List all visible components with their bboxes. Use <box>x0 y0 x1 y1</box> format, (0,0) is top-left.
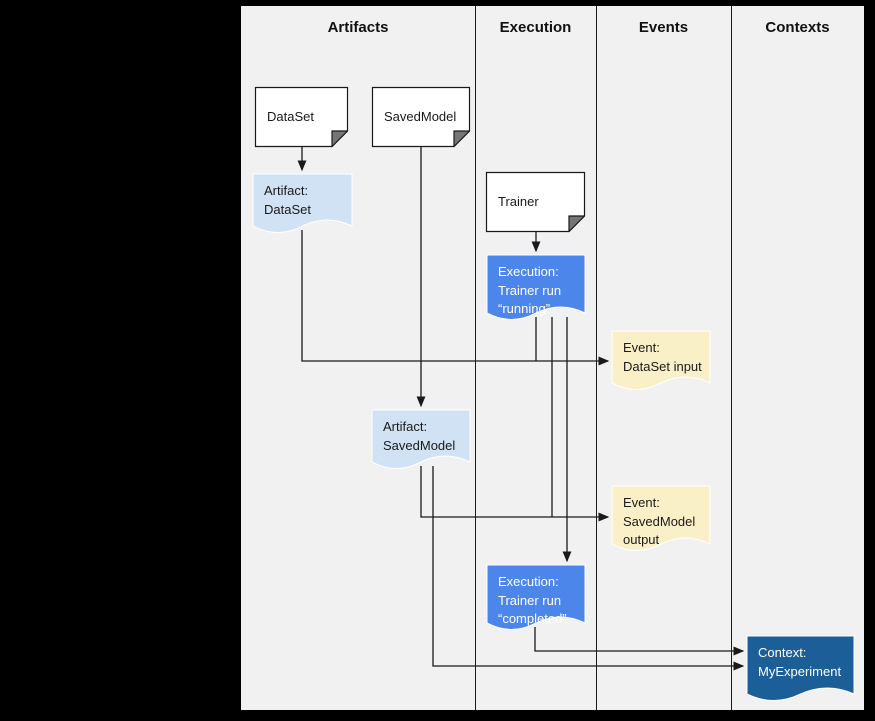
event-savedmodel-output-label: Event: SavedModel output <box>623 495 696 547</box>
event-savedmodel-output-shape <box>611 485 711 551</box>
edge-artifact-savedmodel-to-context <box>432 466 745 671</box>
event-dataset-input: Event: DataSet input <box>611 330 711 395</box>
event-savedmodel-output: Event: SavedModel output <box>611 485 711 556</box>
trainer-document-label: Trainer <box>498 193 539 209</box>
artifact-savedmodel: Artifact: SavedModel <box>371 409 471 474</box>
event-dataset-input-label: Event: DataSet input <box>623 340 702 374</box>
column-header-artifacts: Artifacts <box>327 19 389 36</box>
column-divider-3 <box>731 6 732 710</box>
edge-artifact-dataset-to-event-input <box>301 230 610 366</box>
dataset-document-shape <box>254 86 349 148</box>
trainer-document: Trainer <box>485 171 586 233</box>
savedmodel-document: SavedModel <box>371 86 471 148</box>
artifact-dataset-shape <box>252 173 353 233</box>
column-header-execution: Execution <box>499 19 572 36</box>
edge-execution-completed-to-context <box>534 627 745 656</box>
dataset-document: DataSet <box>254 86 349 148</box>
execution-trainer-running: Execution: Trainer run “running” <box>486 254 586 325</box>
execution-trainer-running-shape <box>486 254 586 320</box>
execution-trainer-completed-shape <box>486 564 586 630</box>
context-myexperiment-shape <box>746 635 855 701</box>
edge-artifact-savedmodel-to-event-output <box>420 466 610 522</box>
context-myexperiment: Context: MyExperiment <box>746 635 855 706</box>
column-divider-2 <box>596 6 597 710</box>
event-dataset-input-shape <box>611 330 711 390</box>
execution-trainer-completed: Execution: Trainer run “completed” <box>486 564 586 635</box>
savedmodel-document-label: SavedModel <box>384 108 457 124</box>
dataset-document-label: DataSet <box>267 108 314 124</box>
artifact-dataset-label: Artifact: DataSet <box>264 183 311 217</box>
column-divider-1 <box>475 6 476 710</box>
lineage-diagram: Artifacts Execution Events Contexts Data… <box>241 6 864 710</box>
context-myexperiment-label: Context: MyExperiment <box>758 645 842 679</box>
artifact-savedmodel-label: Artifact: SavedModel <box>383 419 456 453</box>
column-header-contexts: Contexts <box>765 19 830 36</box>
column-header-events: Events <box>638 19 689 36</box>
artifact-dataset: Artifact: DataSet <box>252 173 353 238</box>
edge-lines <box>297 147 745 671</box>
execution-trainer-completed-label: Execution: Trainer run “completed” <box>498 574 567 626</box>
execution-trainer-running-label: Execution: Trainer run “running” <box>498 264 562 316</box>
savedmodel-document-shape <box>371 86 471 148</box>
artifact-savedmodel-shape <box>371 409 471 469</box>
trainer-document-shape <box>485 171 586 233</box>
